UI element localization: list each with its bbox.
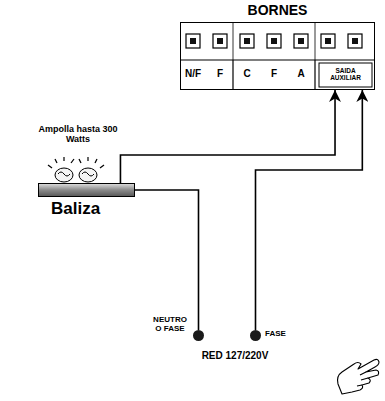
neutral-terminal-dot: NEUTRO O FASE: [193, 330, 204, 341]
screw-head: [271, 38, 277, 44]
lamp-bulbs: [48, 157, 104, 182]
node-label: NEUTRO O FASE: [149, 315, 191, 333]
wire: [256, 90, 363, 330]
terminal-label: F: [208, 68, 232, 80]
terminal-label: N/F: [181, 68, 205, 80]
wire: [120, 90, 335, 183]
terminal-block: [180, 22, 375, 90]
screw-head: [325, 38, 331, 44]
beacon-bar: Baliza: [38, 183, 135, 197]
terminal-screws: [186, 34, 362, 48]
node-label: Baliza: [51, 199, 100, 219]
terminal-label: A: [289, 68, 313, 80]
terminal-screw: [213, 34, 227, 48]
lamp-label: Ampolla hasta 300 Watts: [28, 124, 128, 145]
screw-head: [217, 38, 223, 44]
terminal-screw: [321, 34, 335, 48]
wire: [135, 190, 199, 330]
terminal-screw: [240, 34, 254, 48]
node-label: BORNES: [181, 2, 374, 18]
phase-terminal-dot: FASE: [250, 330, 261, 341]
node-label: FASE: [265, 329, 286, 338]
screw-head: [190, 38, 196, 44]
screw-head: [352, 38, 358, 44]
terminal-screw: [186, 34, 200, 48]
terminal-screw: [348, 34, 362, 48]
terminal-label: C: [235, 68, 259, 80]
terminal-screw: [267, 34, 281, 48]
terminal-screw: [294, 34, 308, 48]
mains-label: RED 127/220V: [170, 350, 300, 362]
screw-head: [298, 38, 304, 44]
screw-head: [244, 38, 250, 44]
terminal-label: SAIDA AUXILIAR: [320, 67, 371, 81]
terminal-label: F: [262, 68, 286, 80]
hand-icon: [338, 359, 380, 394]
